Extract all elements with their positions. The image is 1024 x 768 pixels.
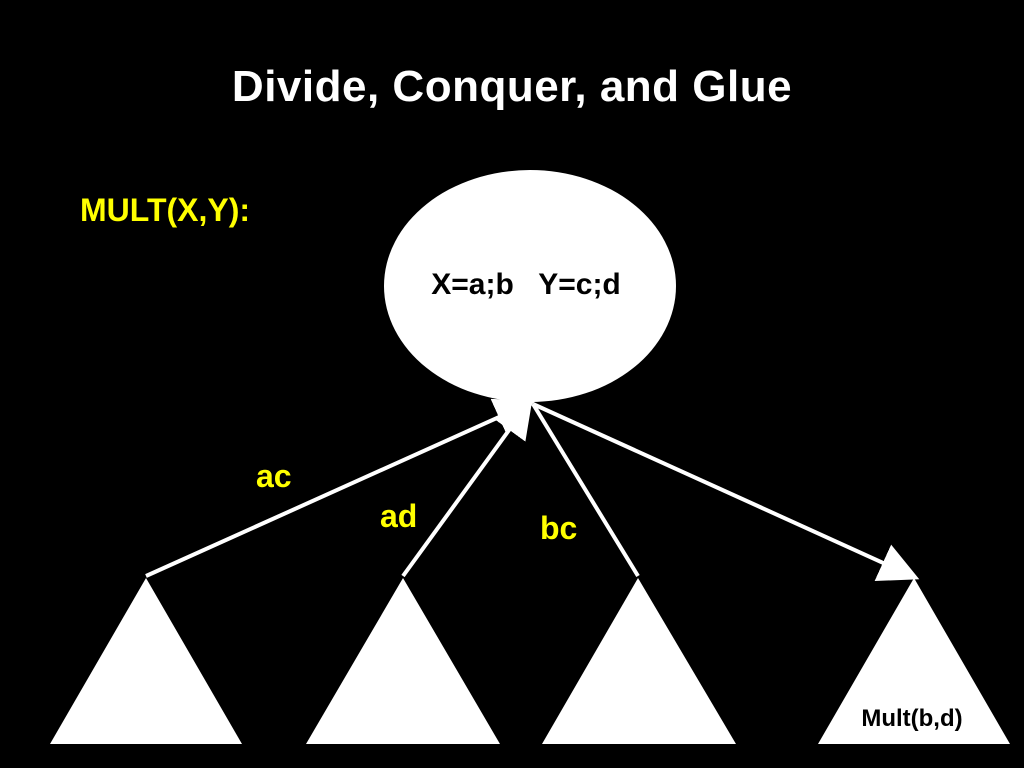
edge-label-ad: ad: [380, 498, 418, 534]
slide-title: Divide, Conquer, and Glue: [231, 62, 793, 111]
edge-ac: [145, 398, 536, 578]
leaf-label-bd: Mult(b,d): [861, 705, 963, 732]
edge-bc: [531, 402, 640, 578]
root-node-label: X=a;b Y=c;d: [431, 268, 621, 301]
subtree-bc: [542, 578, 736, 744]
edge-label-bc: bc: [540, 510, 578, 546]
edge-label-ac: ac: [256, 458, 292, 494]
edge-bd: [532, 402, 920, 581]
edge-ad: [401, 397, 533, 578]
subtree-ac: [50, 578, 242, 744]
root-node: [384, 170, 676, 402]
function-heading: MULT(X,Y):: [80, 192, 251, 228]
subtree-bd: [818, 578, 1010, 744]
subtree-ad: [306, 578, 500, 744]
